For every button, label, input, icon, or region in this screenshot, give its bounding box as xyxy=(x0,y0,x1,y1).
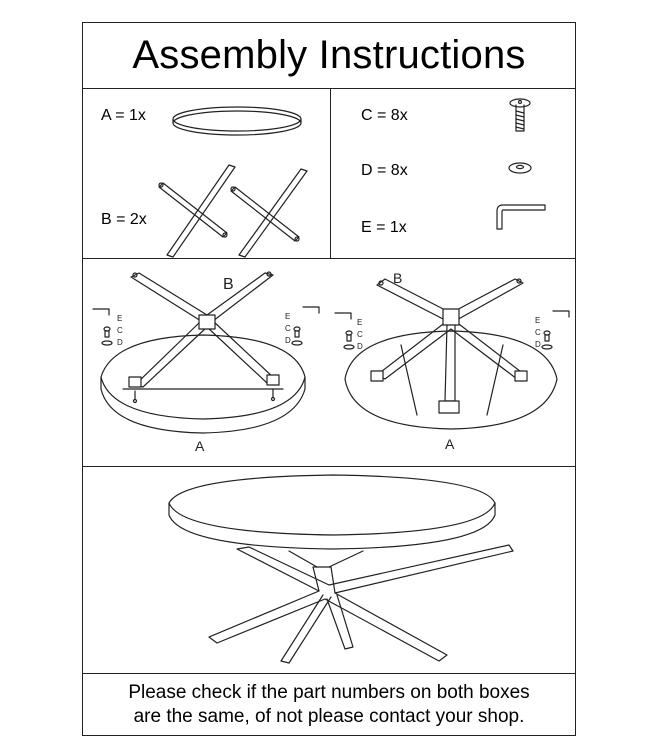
step-2-right-callout-c: C xyxy=(535,328,541,337)
parts-left-panel: A = 1x B = 2x xyxy=(83,89,331,258)
step-1-right-callout-e: E xyxy=(285,312,290,321)
part-a-label: A = 1x xyxy=(101,107,146,124)
bolt-icon xyxy=(509,98,531,132)
page-title: Assembly Instructions xyxy=(132,33,526,77)
step-1-left-callout-c: C xyxy=(117,326,123,335)
part-d-label: D = 8x xyxy=(361,162,408,179)
part-e-label: E = 1x xyxy=(361,219,407,236)
step-2-left-callout-d: D xyxy=(357,342,363,351)
table-top-icon xyxy=(172,106,302,136)
parts-list: A = 1x B = 2x C = 8x xyxy=(83,89,575,259)
step-2-diagram: B A E C D E C D xyxy=(334,270,570,452)
allen-key-icon xyxy=(496,204,546,230)
part-c-label: C = 8x xyxy=(361,107,408,124)
step-1-right-callout-d: D xyxy=(285,336,291,345)
note-section: Please check if the part numbers on both… xyxy=(83,674,575,735)
leg-frame-icon xyxy=(158,164,308,258)
assembly-steps: B A E C D E C D xyxy=(83,259,575,467)
note-line-1: Please check if the part numbers on both… xyxy=(128,681,530,703)
title-section: Assembly Instructions xyxy=(83,23,575,89)
assembled-table-section xyxy=(83,467,575,674)
step-1-diagram: B A E C D E C D xyxy=(92,271,320,454)
step-1-right-callout-c: C xyxy=(285,324,291,333)
step-2-right-callout-e: E xyxy=(535,316,540,325)
washer-icon xyxy=(508,162,532,174)
part-b-label: B = 2x xyxy=(101,211,147,228)
step-2-left-callout-c: C xyxy=(357,330,363,339)
step-1-top-label: A xyxy=(195,438,205,454)
note-line-2: are the same, of not please contact your… xyxy=(133,705,525,727)
assembled-table-diagram xyxy=(168,474,514,664)
step-1-left-callout-d: D xyxy=(117,338,123,347)
step-1-left-callout-e: E xyxy=(117,314,122,323)
step-1-frame-label: B xyxy=(223,276,234,293)
parts-right-panel: C = 8x D = 8x E = 1x xyxy=(331,89,577,258)
step-2-right-callout-d: D xyxy=(535,340,541,349)
step-2-left-callout-e: E xyxy=(357,318,362,327)
instruction-sheet: Assembly Instructions A = 1x B = 2x xyxy=(82,22,576,736)
step-2-top-label: A xyxy=(445,436,455,452)
step-2-frame-label: B xyxy=(393,270,402,286)
